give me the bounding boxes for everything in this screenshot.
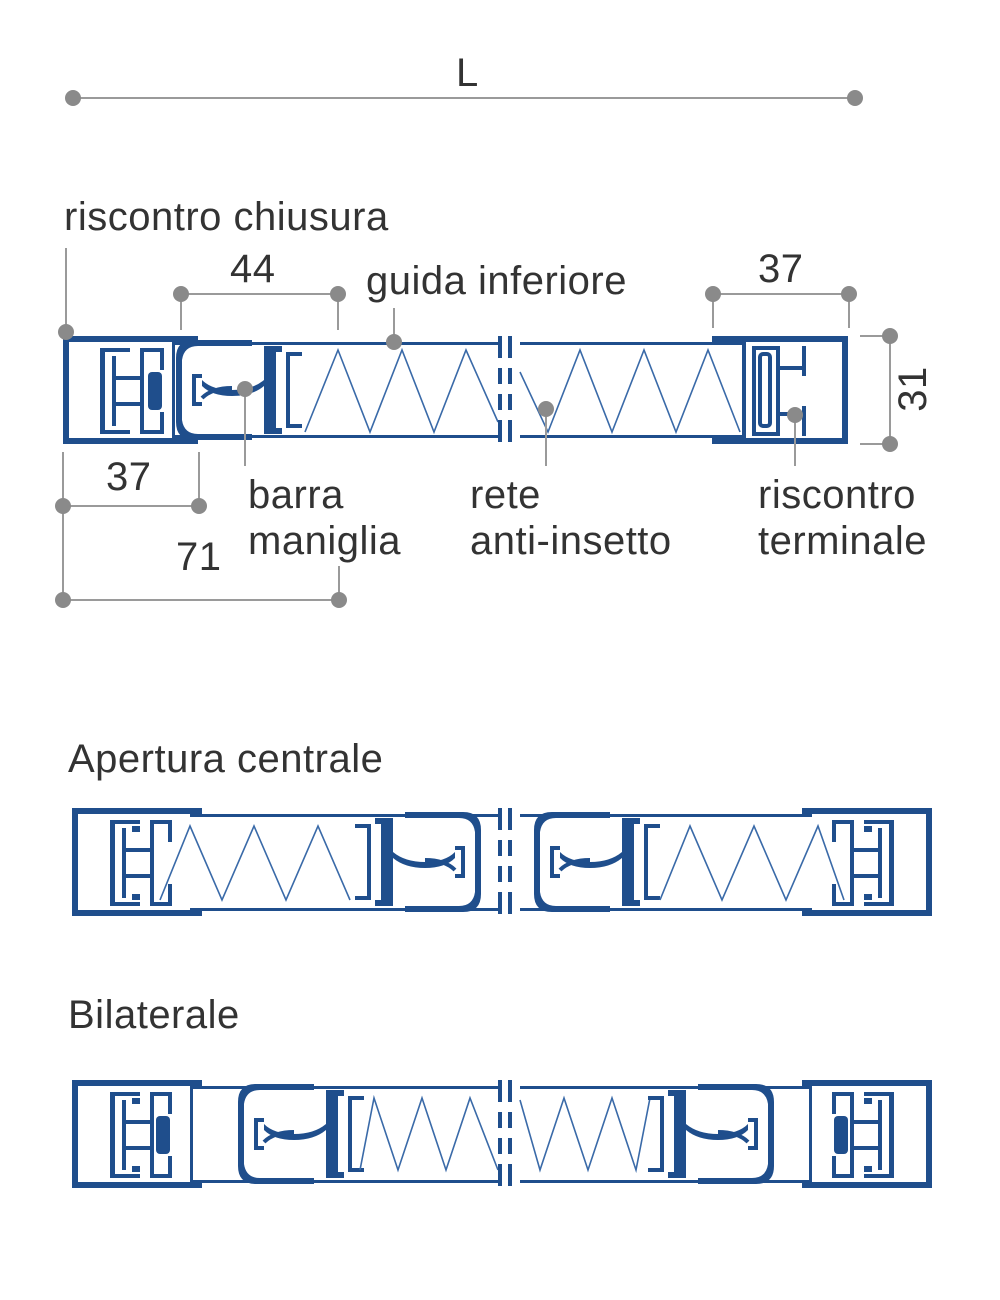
insect-mesh-right (519, 347, 741, 435)
bilateral-heading: Bilaterale (68, 993, 240, 1037)
insect-mesh-label-line2: anti-insetto (470, 519, 672, 563)
overall-length-label: L (456, 51, 479, 95)
handle-bar-label-line1: barra (248, 473, 344, 517)
overall-length-dimension (65, 90, 863, 106)
handle-bar-width-label: 44 (230, 247, 276, 291)
leader-end-stop (787, 407, 803, 466)
dimension-31-height (860, 328, 898, 452)
insect-mesh-label-line1: rete (470, 473, 541, 517)
insect-mesh-left (304, 347, 499, 435)
bottom-guide-profile (172, 342, 742, 438)
end-stop-width-label: 37 (758, 247, 804, 291)
central-opening-section (72, 808, 932, 916)
leader-closing-stop (58, 248, 74, 340)
end-stop-label-line1: riscontro (758, 473, 916, 517)
central-opening-heading: Apertura centrale (68, 737, 384, 781)
handle-bar-label-line2: maniglia (248, 519, 401, 563)
dimension-37-closing-stop (55, 452, 207, 600)
closing-stop-profile (63, 336, 198, 444)
break-mark (498, 336, 512, 442)
single-side-section (63, 336, 848, 444)
bottom-guide-label: guida inferiore (366, 259, 627, 303)
leader-insect-mesh (538, 401, 554, 466)
closing-plus-bar-width-label: 71 (176, 535, 222, 579)
leader-handle-bar (237, 381, 253, 466)
height-label: 31 (890, 366, 935, 412)
closing-stop-width-label: 37 (106, 455, 152, 499)
dimension-44 (173, 286, 346, 330)
bilateral-section (72, 1080, 932, 1188)
dimension-71 (55, 566, 347, 608)
end-stop-label-line2: terminale (758, 519, 928, 563)
dimension-37-end-stop (705, 286, 857, 328)
leader-bottom-guide (386, 308, 402, 350)
end-stop-profile (712, 336, 848, 444)
closing-stop-label: riscontro chiusura (64, 195, 389, 239)
